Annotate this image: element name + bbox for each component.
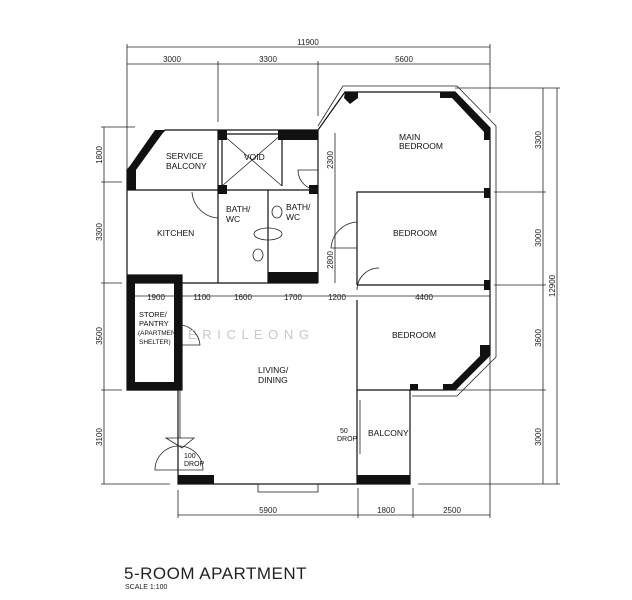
room-bath-2: BATH/	[286, 202, 311, 212]
dimension-labels: 11900 3000 3300 5600 1800 3300 3500 3100…	[95, 38, 557, 515]
dim-internal: 2800	[326, 251, 335, 269]
room-store: (APARTMENT	[138, 330, 180, 337]
dim-right: 3600	[534, 329, 543, 347]
plan-scale: SCALE 1:100	[125, 584, 168, 591]
dim-left: 3500	[95, 327, 104, 345]
dim-left: 1800	[95, 146, 104, 164]
dim-right: 3300	[534, 131, 543, 149]
dim-middle: 1900	[147, 293, 165, 302]
watermark: E R I C L E O N G	[188, 327, 310, 342]
walls	[126, 85, 497, 493]
dim-bottom: 1800	[377, 506, 395, 515]
dim-middle: 1100	[193, 293, 211, 302]
dim-left: 3100	[95, 428, 104, 446]
dimension-lines	[101, 44, 560, 518]
room-bedroom-2: BEDROOM	[393, 228, 437, 238]
dim-internal: 2300	[326, 151, 335, 169]
room-service-balcony: BALCONY	[166, 161, 207, 171]
room-balcony: BALCONY	[368, 428, 409, 438]
dim-top-overall: 11900	[297, 38, 319, 47]
dim-right: 3000	[534, 229, 543, 247]
room-bedroom-3: BEDROOM	[392, 330, 436, 340]
dim-bottom: 2500	[443, 506, 461, 515]
room-service-balcony: SERVICE	[166, 151, 203, 161]
room-store: STORE/	[139, 310, 168, 319]
room-bath-2: WC	[286, 212, 300, 222]
room-void: VOID	[244, 152, 265, 162]
room-store: PANTRY	[139, 319, 169, 328]
dim-middle: 1600	[234, 293, 252, 302]
dim-top: 3300	[259, 55, 277, 64]
dim-middle: 4400	[415, 293, 433, 302]
dim-middle: 1700	[284, 293, 302, 302]
dim-right: 3000	[534, 428, 543, 446]
dim-right-overall: 12900	[548, 274, 557, 297]
dim-bottom: 5900	[259, 506, 277, 515]
drop-balcony: DROP	[337, 436, 358, 443]
drop-entrance: DROP	[184, 461, 205, 468]
room-living: DINING	[258, 375, 288, 385]
room-bath-1: WC	[226, 214, 240, 224]
drop-balcony: 50	[340, 428, 348, 435]
room-main-bedroom: MAIN	[399, 132, 420, 142]
room-labels: SERVICE BALCONY VOID BATH/ WC BATH/ WC K…	[138, 132, 443, 468]
dim-left: 3300	[95, 223, 104, 241]
room-kitchen: KITCHEN	[157, 228, 194, 238]
room-living: LIVING/	[258, 365, 289, 375]
room-bath-1: BATH/	[226, 204, 251, 214]
plan-title: 5-ROOM APARTMENT	[124, 564, 308, 583]
room-main-bedroom: BEDROOM	[399, 141, 443, 151]
room-store: SHELTER)	[139, 339, 171, 346]
drop-entrance: 100	[184, 453, 196, 460]
dim-top: 5600	[395, 55, 413, 64]
dim-top: 3000	[163, 55, 181, 64]
dim-middle: 1200	[328, 293, 346, 302]
